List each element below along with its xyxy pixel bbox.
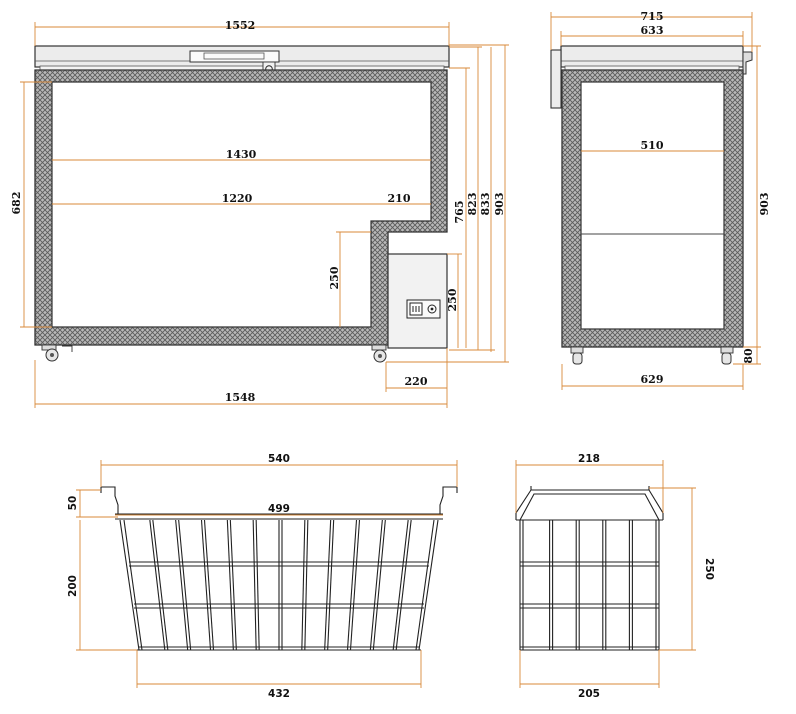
hinge: [742, 51, 753, 75]
side-inner-cavity: [580, 81, 725, 330]
dim-height-823: 823: [466, 193, 479, 216]
dim-step-width: 210: [388, 192, 411, 205]
dim-basket-rim-height: 50: [67, 496, 79, 511]
basket-side-view: 218 250 205: [515, 453, 715, 700]
dim-height-903: 903: [493, 193, 506, 216]
basket-wire: [324, 519, 332, 651]
dim-bottom-width: 1548: [225, 391, 256, 404]
side-handle: [550, 49, 562, 109]
dim-side-bottom-depth: 629: [641, 373, 664, 386]
basket-wire: [392, 519, 409, 651]
dim-compartment-width: 220: [405, 375, 428, 388]
dim-inner-height: 682: [10, 192, 23, 215]
dim-basket-side-bottom-width: 205: [578, 688, 600, 700]
dim-basket-side-top-width: 218: [578, 453, 600, 465]
basket-wire: [301, 519, 306, 651]
dim-inner-width: 1430: [226, 148, 257, 161]
basket-wire: [200, 519, 212, 651]
caster-wheel-icon: [720, 346, 734, 365]
basket-wire: [346, 519, 358, 651]
side-view: 715 633 510 903 80 629: [550, 10, 771, 390]
caster-wheel-icon: [570, 346, 584, 365]
basket-wire: [369, 519, 383, 651]
compressor-switch-icon: [406, 299, 441, 319]
basket-wire: [178, 519, 192, 651]
dim-basket-bottom-width: 432: [268, 688, 290, 700]
dim-overall-width: 1552: [225, 19, 256, 32]
front-view: 1552 1430 1220 210 682 250 250 765 823 8…: [10, 19, 509, 408]
basket-wire: [175, 519, 189, 651]
dim-side-depth-lid: 633: [641, 24, 664, 37]
basket-wire: [372, 519, 386, 651]
dim-basket-body-height: 200: [67, 575, 79, 597]
lid-handle: [189, 50, 280, 63]
dim-height-833: 833: [479, 193, 492, 216]
caster-wheel-icon: [371, 344, 387, 363]
dim-height-765: 765: [453, 201, 466, 224]
basket-wire: [255, 519, 260, 651]
dim-step-inner-width: 1220: [222, 192, 253, 205]
dim-side-inner-depth: 510: [641, 139, 664, 152]
basket-wire: [349, 519, 361, 651]
dim-compartment-height: 250: [446, 288, 459, 311]
basket-wire: [327, 519, 335, 651]
dim-step-height: 250: [328, 266, 341, 289]
basket-wire: [203, 519, 215, 651]
side-lid: [560, 45, 744, 68]
compressor-compartment: [387, 253, 448, 349]
basket-front-view: 540 499 50 200 432: [67, 453, 458, 700]
basket-wire: [149, 519, 166, 651]
dim-side-height: 903: [758, 193, 771, 216]
basket-wire: [395, 519, 412, 651]
dim-basket-inner-width: 499: [268, 503, 290, 515]
basket-wire: [226, 519, 234, 651]
basket-wire: [152, 519, 169, 651]
caster-wheel-icon: [41, 344, 73, 362]
dim-foot-height: 80: [742, 348, 755, 364]
basket-wire: [229, 519, 237, 651]
dim-basket-top-width: 540: [268, 453, 290, 465]
dim-side-depth-top: 715: [641, 10, 664, 23]
basket-wire: [252, 519, 257, 651]
dim-basket-side-height: 250: [703, 558, 715, 580]
basket-wire: [304, 519, 309, 651]
